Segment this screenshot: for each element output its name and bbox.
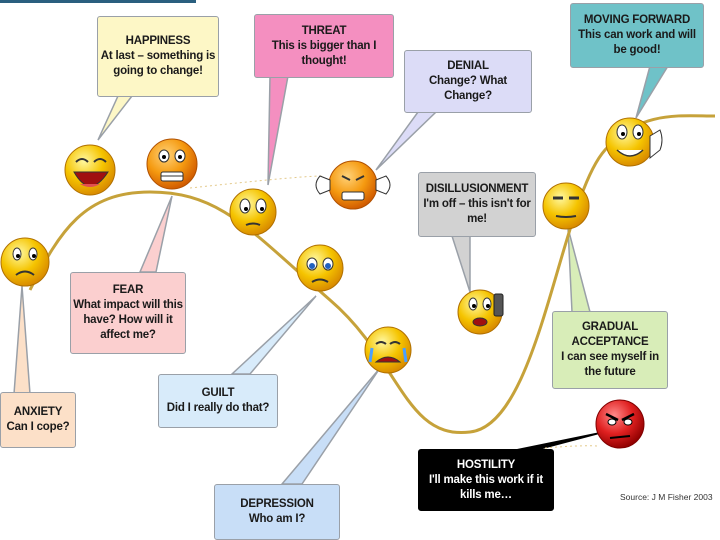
moving-forward-text: This can work and will be good! bbox=[578, 29, 696, 56]
hostility-tail bbox=[515, 431, 605, 451]
disillusionment-bubble: DISILLUSIONMENT I'm off – this isn't for… bbox=[418, 172, 536, 237]
disillusionment-face-icon bbox=[457, 289, 504, 335]
fear-tail bbox=[138, 195, 173, 273]
happiness-face-icon bbox=[64, 144, 116, 196]
transition-curve bbox=[28, 114, 716, 434]
denial-title: DENIAL bbox=[447, 60, 489, 72]
hostility-face-icon bbox=[595, 399, 645, 449]
gradual-acceptance-face-icon bbox=[542, 182, 590, 230]
happiness-bubble: HAPPINESS At last – something is going t… bbox=[97, 16, 219, 97]
depression-bubble: DEPRESSION Who am I? bbox=[214, 484, 340, 540]
denial-tail bbox=[375, 111, 438, 171]
gradual-acceptance-bubble: GRADUAL ACCEPTANCE I can see myself in t… bbox=[552, 311, 668, 389]
threat-title: THREAT bbox=[301, 24, 347, 37]
happiness-title: HAPPINESS bbox=[125, 35, 191, 47]
threat-text: This is bigger than I thought! bbox=[271, 39, 377, 67]
moving-forward-bubble: MOVING FORWARD This can work and will be… bbox=[570, 3, 704, 68]
dashed-trail bbox=[189, 175, 323, 189]
fear-bubble: FEAR What impact will this have? How wil… bbox=[70, 272, 186, 354]
gradual-acceptance-tail bbox=[567, 227, 591, 313]
depression-face-icon bbox=[364, 326, 412, 374]
depression-title: DEPRESSION bbox=[240, 498, 314, 510]
anxiety-bubble: ANXIETY Can I cope? bbox=[0, 392, 76, 448]
gradual-acceptance-text: I can see myself in the future bbox=[561, 351, 659, 378]
guilt-bubble: GUILT Did I really do that? bbox=[158, 374, 278, 428]
guilt-text: Did I really do that? bbox=[166, 402, 270, 414]
fear-face-icon bbox=[146, 138, 198, 190]
hostility-text: I'll make this work if it kills me… bbox=[428, 473, 544, 501]
hostility-title: HOSTILITY bbox=[456, 458, 516, 471]
disillusionment-text: I'm off – this isn't for me! bbox=[423, 198, 531, 225]
denial-text: Change? What Change? bbox=[428, 75, 508, 102]
fear-text: What impact will this have? How will it … bbox=[73, 299, 183, 341]
threat-tail bbox=[267, 75, 289, 186]
disillusionment-title: DISILLUSIONMENT bbox=[425, 183, 529, 195]
depression-tail bbox=[280, 367, 381, 485]
guilt-face-icon bbox=[296, 244, 344, 292]
anxiety-title: ANXIETY bbox=[13, 406, 63, 418]
moving-forward-title: MOVING FORWARD bbox=[583, 14, 691, 26]
threat-bubble: THREAT This is bigger than I thought! bbox=[254, 14, 394, 78]
happiness-tail bbox=[97, 95, 134, 141]
gradual-acceptance-title: GRADUAL ACCEPTANCE bbox=[571, 321, 649, 348]
disillusionment-tail bbox=[450, 235, 471, 293]
happiness-text: At last – something is going to change! bbox=[100, 50, 216, 77]
denial-face-icon bbox=[315, 160, 391, 210]
anxiety-tail bbox=[13, 285, 31, 395]
threat-face-icon bbox=[229, 188, 277, 236]
fear-title: FEAR bbox=[112, 284, 144, 296]
hostility-bubble: HOSTILITY I'll make this work if it kill… bbox=[418, 449, 554, 511]
moving-forward-face-icon bbox=[605, 117, 663, 167]
guilt-tail bbox=[230, 295, 317, 375]
anxiety-face-icon bbox=[0, 237, 50, 287]
bubble-tails bbox=[13, 65, 670, 485]
guilt-title: GUILT bbox=[201, 387, 235, 399]
source-credit: Source: J M Fisher 2003 bbox=[620, 492, 713, 502]
anxiety-text: Can I cope? bbox=[6, 421, 70, 433]
dashed-trail-2 bbox=[544, 445, 599, 449]
depression-text: Who am I? bbox=[248, 513, 306, 525]
moving-forward-tail bbox=[635, 65, 670, 119]
denial-bubble: DENIAL Change? What Change? bbox=[404, 50, 532, 113]
top-accent-bar bbox=[0, 0, 196, 3]
